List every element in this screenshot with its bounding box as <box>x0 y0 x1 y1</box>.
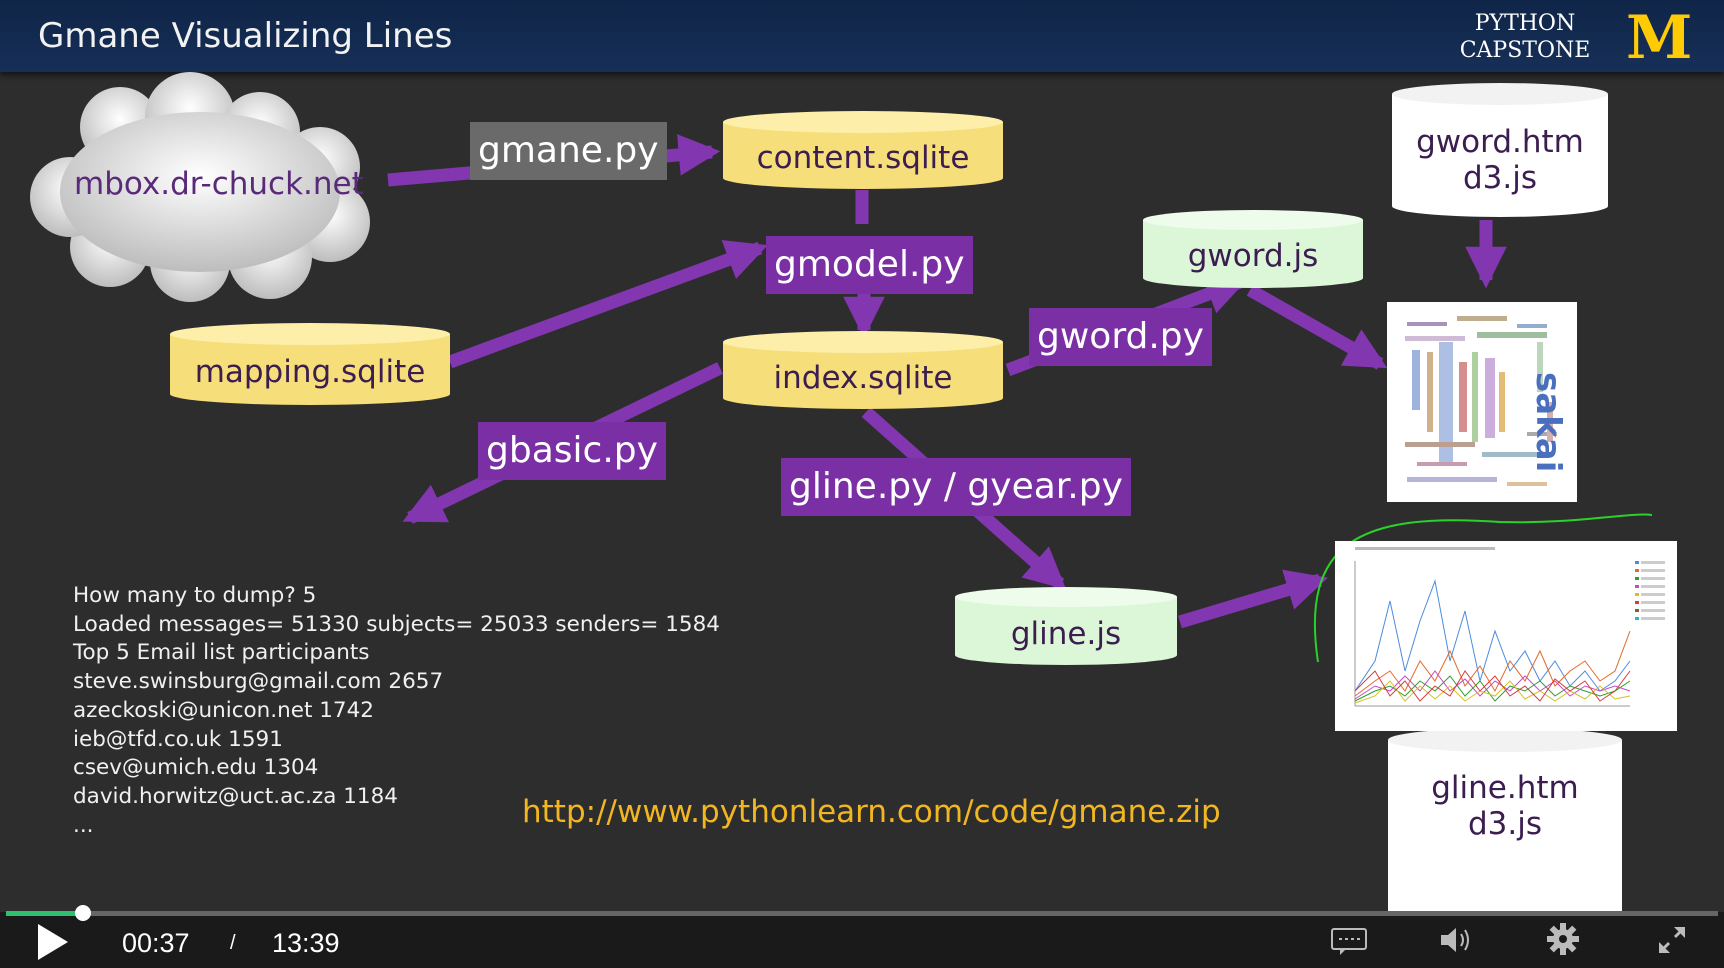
line-chart-graphic <box>1354 547 1665 707</box>
word-cloud-keyword: sakai <box>1528 372 1568 472</box>
line-chart-image <box>1335 541 1677 731</box>
brand-line-2: CAPSTONE <box>1459 38 1591 63</box>
gline-js-db <box>955 587 1177 665</box>
arrow-gline-js-to-chart <box>1178 569 1328 629</box>
green-annotation-stroke <box>1313 513 1653 663</box>
gline-htm-db <box>1388 728 1622 912</box>
console-line: azeckoski@unicon.net 1742 <box>73 697 374 723</box>
slide-title-bar: Gmane Visualizing Lines PYTHON CAPSTONE … <box>0 0 1724 72</box>
console-output: How many to dump? 5 Loaded messages= 513… <box>73 582 720 840</box>
gline-htm-db-label: gline.htm d3.js <box>1388 770 1622 842</box>
gword-js-db <box>1143 210 1363 288</box>
university-logo: M <box>1626 3 1693 73</box>
cloud-shape <box>30 72 370 302</box>
console-line: ... <box>73 812 94 838</box>
gword-py-label: gword.py <box>1029 308 1212 366</box>
arrow-mapping-to-gmodel <box>447 239 768 369</box>
slide-canvas: mbox.dr-chuck.net gmane.py gmodel.py gwo… <box>0 72 1724 912</box>
mapping-db <box>170 323 450 405</box>
arrow-gword-js-to-wordcloud <box>1246 284 1388 370</box>
fullscreen-icon[interactable] <box>1656 924 1688 956</box>
console-line: Loaded messages= 51330 subjects= 25033 s… <box>73 611 720 637</box>
word-cloud-graphic: sakai <box>1405 316 1568 486</box>
course-brand: PYTHON CAPSTONE <box>1440 10 1610 64</box>
console-line: csev@umich.edu 1304 <box>73 755 319 781</box>
content-db <box>723 111 1003 189</box>
gline-htm-line-1: gline.htm <box>1431 770 1579 806</box>
index-db-label: index.sqlite <box>773 360 953 396</box>
console-line: How many to dump? 5 <box>73 583 317 608</box>
progress-fill <box>6 911 84 916</box>
video-control-bar <box>0 912 1724 968</box>
word-cloud-image: sakai <box>1387 302 1577 502</box>
settings-icon[interactable] <box>1546 922 1580 956</box>
download-url: http://www.pythonlearn.com/code/gmane.zi… <box>522 794 1221 830</box>
gline-htm-line-2: d3.js <box>1467 806 1543 842</box>
gword-htm-db <box>1392 83 1608 217</box>
gword-htm-line-1: gword.htm <box>1416 124 1584 160</box>
brand-line-1: PYTHON <box>1474 11 1576 36</box>
gword-htm-line-2: d3.js <box>1462 160 1538 196</box>
duration: 13:39 <box>272 928 340 958</box>
progress-scrubber[interactable] <box>75 905 92 921</box>
gline-js-db-label: gline.js <box>1010 616 1122 652</box>
gword-htm-db-label: gword.htm d3.js <box>1392 124 1608 196</box>
console-line: Top 5 Email list participants <box>73 640 370 666</box>
gmane-py-label: gmane.py <box>470 122 667 180</box>
play-icon[interactable] <box>30 920 74 964</box>
gbasic-py-label: gbasic.py <box>478 422 666 480</box>
mapping-db-label: mapping.sqlite <box>194 354 426 390</box>
index-db <box>723 331 1003 409</box>
volume-icon[interactable] <box>1438 924 1474 956</box>
content-db-label: content.sqlite <box>756 140 970 176</box>
slide-title: Gmane Visualizing Lines <box>38 16 453 56</box>
current-time: 00:37 <box>122 928 190 958</box>
captions-icon[interactable] <box>1330 926 1368 956</box>
console-line: david.horwitz@uct.ac.za 1184 <box>73 783 398 809</box>
cloud-label: mbox.dr-chuck.net <box>74 166 364 202</box>
time-separator: / <box>230 932 236 954</box>
diagram-arrows <box>30 72 1653 912</box>
console-line: steve.swinsburg@gmail.com 2657 <box>73 669 444 695</box>
gmodel-py-label: gmodel.py <box>766 236 973 294</box>
gline-py-label: gline.py / gyear.py <box>781 458 1131 516</box>
progress-track[interactable] <box>6 911 1718 916</box>
gword-js-db-label: gword.js <box>1187 238 1319 274</box>
console-line: ieb@tfd.co.uk 1591 <box>73 726 283 752</box>
